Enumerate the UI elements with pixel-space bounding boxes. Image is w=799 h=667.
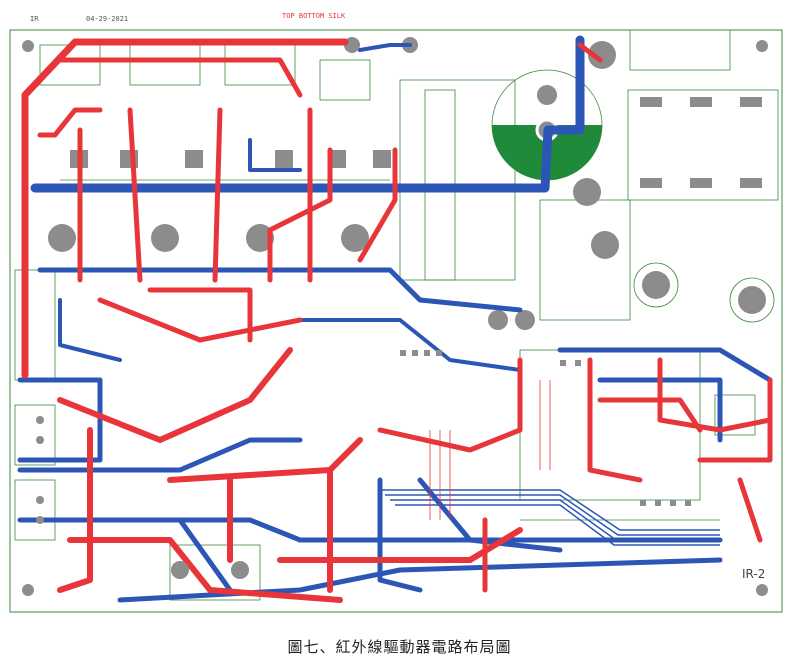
board-label: IR-2 xyxy=(742,567,765,581)
signal-bus xyxy=(380,489,720,546)
mounting-holes xyxy=(22,40,768,596)
header-layer-label: TOP BOTTOM SILK xyxy=(282,12,346,20)
smd-pads xyxy=(36,350,691,579)
figure-caption: 圖七、紅外線驅動器電路布局圖 xyxy=(287,638,512,656)
header-date: 04-29-2021 xyxy=(86,15,129,23)
header-left-label: IR xyxy=(30,15,39,23)
top-copper-traces xyxy=(21,38,773,603)
large-pads xyxy=(48,37,766,330)
pcb-layout-diagram: IR-2 xyxy=(9,29,783,613)
bottom-copper-traces xyxy=(17,35,773,603)
signal-traces-thin xyxy=(429,380,551,520)
